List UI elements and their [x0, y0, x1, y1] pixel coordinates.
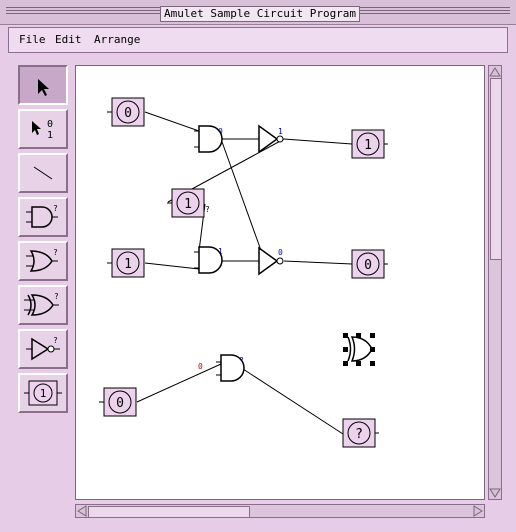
circuit-canvas[interactable]: 0 1 1 0 0 1 1: [75, 65, 485, 500]
vertical-scrollbar[interactable]: [488, 65, 502, 500]
select-tool-button[interactable]: [18, 65, 68, 105]
selection-handle[interactable]: [343, 347, 348, 352]
toggle-label-zero: 0: [47, 119, 53, 130]
menu-file[interactable]: File: [19, 33, 46, 46]
switch-value: 1: [124, 257, 132, 272]
not2-output-value: 0: [278, 248, 283, 257]
not1-output-value: 1: [278, 127, 283, 136]
horizontal-scrollbar[interactable]: [75, 504, 485, 518]
wire-line-icon: [33, 166, 53, 180]
switch-box-icon: 1: [24, 380, 62, 406]
and-tool-value: ?: [53, 204, 58, 213]
and2-output-value: 1: [218, 247, 223, 256]
not-gate-tool-button[interactable]: ?: [18, 329, 68, 369]
horizontal-scroll-thumb[interactable]: [88, 506, 250, 518]
input-switch[interactable]: 1: [167, 188, 205, 218]
switch-tool-button[interactable]: 1: [18, 373, 68, 413]
and3-input-value: 0: [198, 362, 203, 371]
wire[interactable]: [242, 368, 344, 435]
switch-value: 1: [184, 197, 192, 212]
switch-tool-value: 1: [40, 387, 47, 400]
selection-handle[interactable]: [370, 333, 375, 338]
selection-handle[interactable]: [356, 361, 361, 366]
arrow-cursor-icon: [38, 79, 49, 96]
output-value: 0: [364, 258, 372, 273]
and-gate-icon: ?: [26, 204, 58, 228]
or-gate-tool-button[interactable]: ?: [18, 241, 68, 281]
selected-xor-gate[interactable]: [343, 333, 375, 366]
menu-bar: File Edit Arrange: [8, 27, 508, 53]
circuit-diagram: 0 1 1 0 0 1 1: [99, 97, 388, 448]
title-bar[interactable]: Amulet Sample Circuit Program: [0, 0, 516, 25]
menu-edit[interactable]: Edit: [55, 33, 82, 46]
output-value: 1: [364, 138, 372, 153]
scroll-left-arrow-icon[interactable]: [76, 505, 88, 517]
wire[interactable]: [144, 111, 200, 132]
wire-tool-button[interactable]: [18, 153, 68, 193]
not-gate[interactable]: [258, 124, 284, 154]
and-gate[interactable]: [194, 246, 223, 274]
menu-arrange[interactable]: Arrange: [94, 33, 141, 46]
selection-handle[interactable]: [370, 361, 375, 366]
wire[interactable]: [283, 138, 353, 145]
not-tool-value: ?: [53, 336, 58, 345]
toggle-value-tool-button[interactable]: 0 1: [18, 109, 68, 149]
xor-gate-tool-button[interactable]: ?: [18, 285, 68, 325]
xor-tool-value: ?: [54, 292, 59, 301]
and-gate[interactable]: [194, 125, 223, 153]
input-switch[interactable]: 1: [107, 248, 145, 278]
selection-handle[interactable]: [370, 347, 375, 352]
wire[interactable]: [220, 138, 264, 257]
vertical-scroll-thumb[interactable]: [490, 78, 502, 260]
output-indicator[interactable]: 0: [351, 249, 388, 279]
output-indicator[interactable]: ?: [342, 418, 379, 448]
and-gate-tool-button[interactable]: ?: [18, 197, 68, 237]
window-title: Amulet Sample Circuit Program: [160, 6, 361, 22]
wire[interactable]: [144, 262, 200, 270]
selection-handle[interactable]: [343, 361, 348, 366]
and-gate[interactable]: [216, 354, 245, 382]
switch-value: 0: [116, 396, 124, 411]
wires: [136, 111, 353, 435]
switch2-output-value: ?: [205, 205, 210, 214]
switch-value: 0: [124, 106, 132, 121]
or-gate-icon: ?: [26, 248, 58, 272]
wire[interactable]: [136, 363, 222, 403]
scroll-down-arrow-icon[interactable]: [489, 487, 501, 499]
not-gate-icon: ?: [26, 336, 60, 361]
selection-handle[interactable]: [343, 333, 348, 338]
arrow-toggle-icon: 0 1: [32, 119, 53, 141]
output-value: ?: [355, 427, 363, 442]
toggle-label-one: 1: [47, 130, 53, 141]
output-indicator[interactable]: 1: [351, 129, 388, 159]
input-switch[interactable]: 0: [99, 387, 137, 417]
xor-gate-icon: ?: [24, 292, 59, 316]
not-gate[interactable]: [258, 246, 284, 276]
or-tool-value: ?: [53, 248, 58, 257]
wire[interactable]: [283, 260, 353, 265]
selection-handle[interactable]: [356, 333, 361, 338]
scroll-up-arrow-icon[interactable]: [489, 66, 501, 78]
tool-palette: 0 1 ? ?: [12, 60, 72, 500]
input-switch[interactable]: 0: [107, 97, 145, 127]
scroll-right-arrow-icon[interactable]: [472, 505, 484, 517]
